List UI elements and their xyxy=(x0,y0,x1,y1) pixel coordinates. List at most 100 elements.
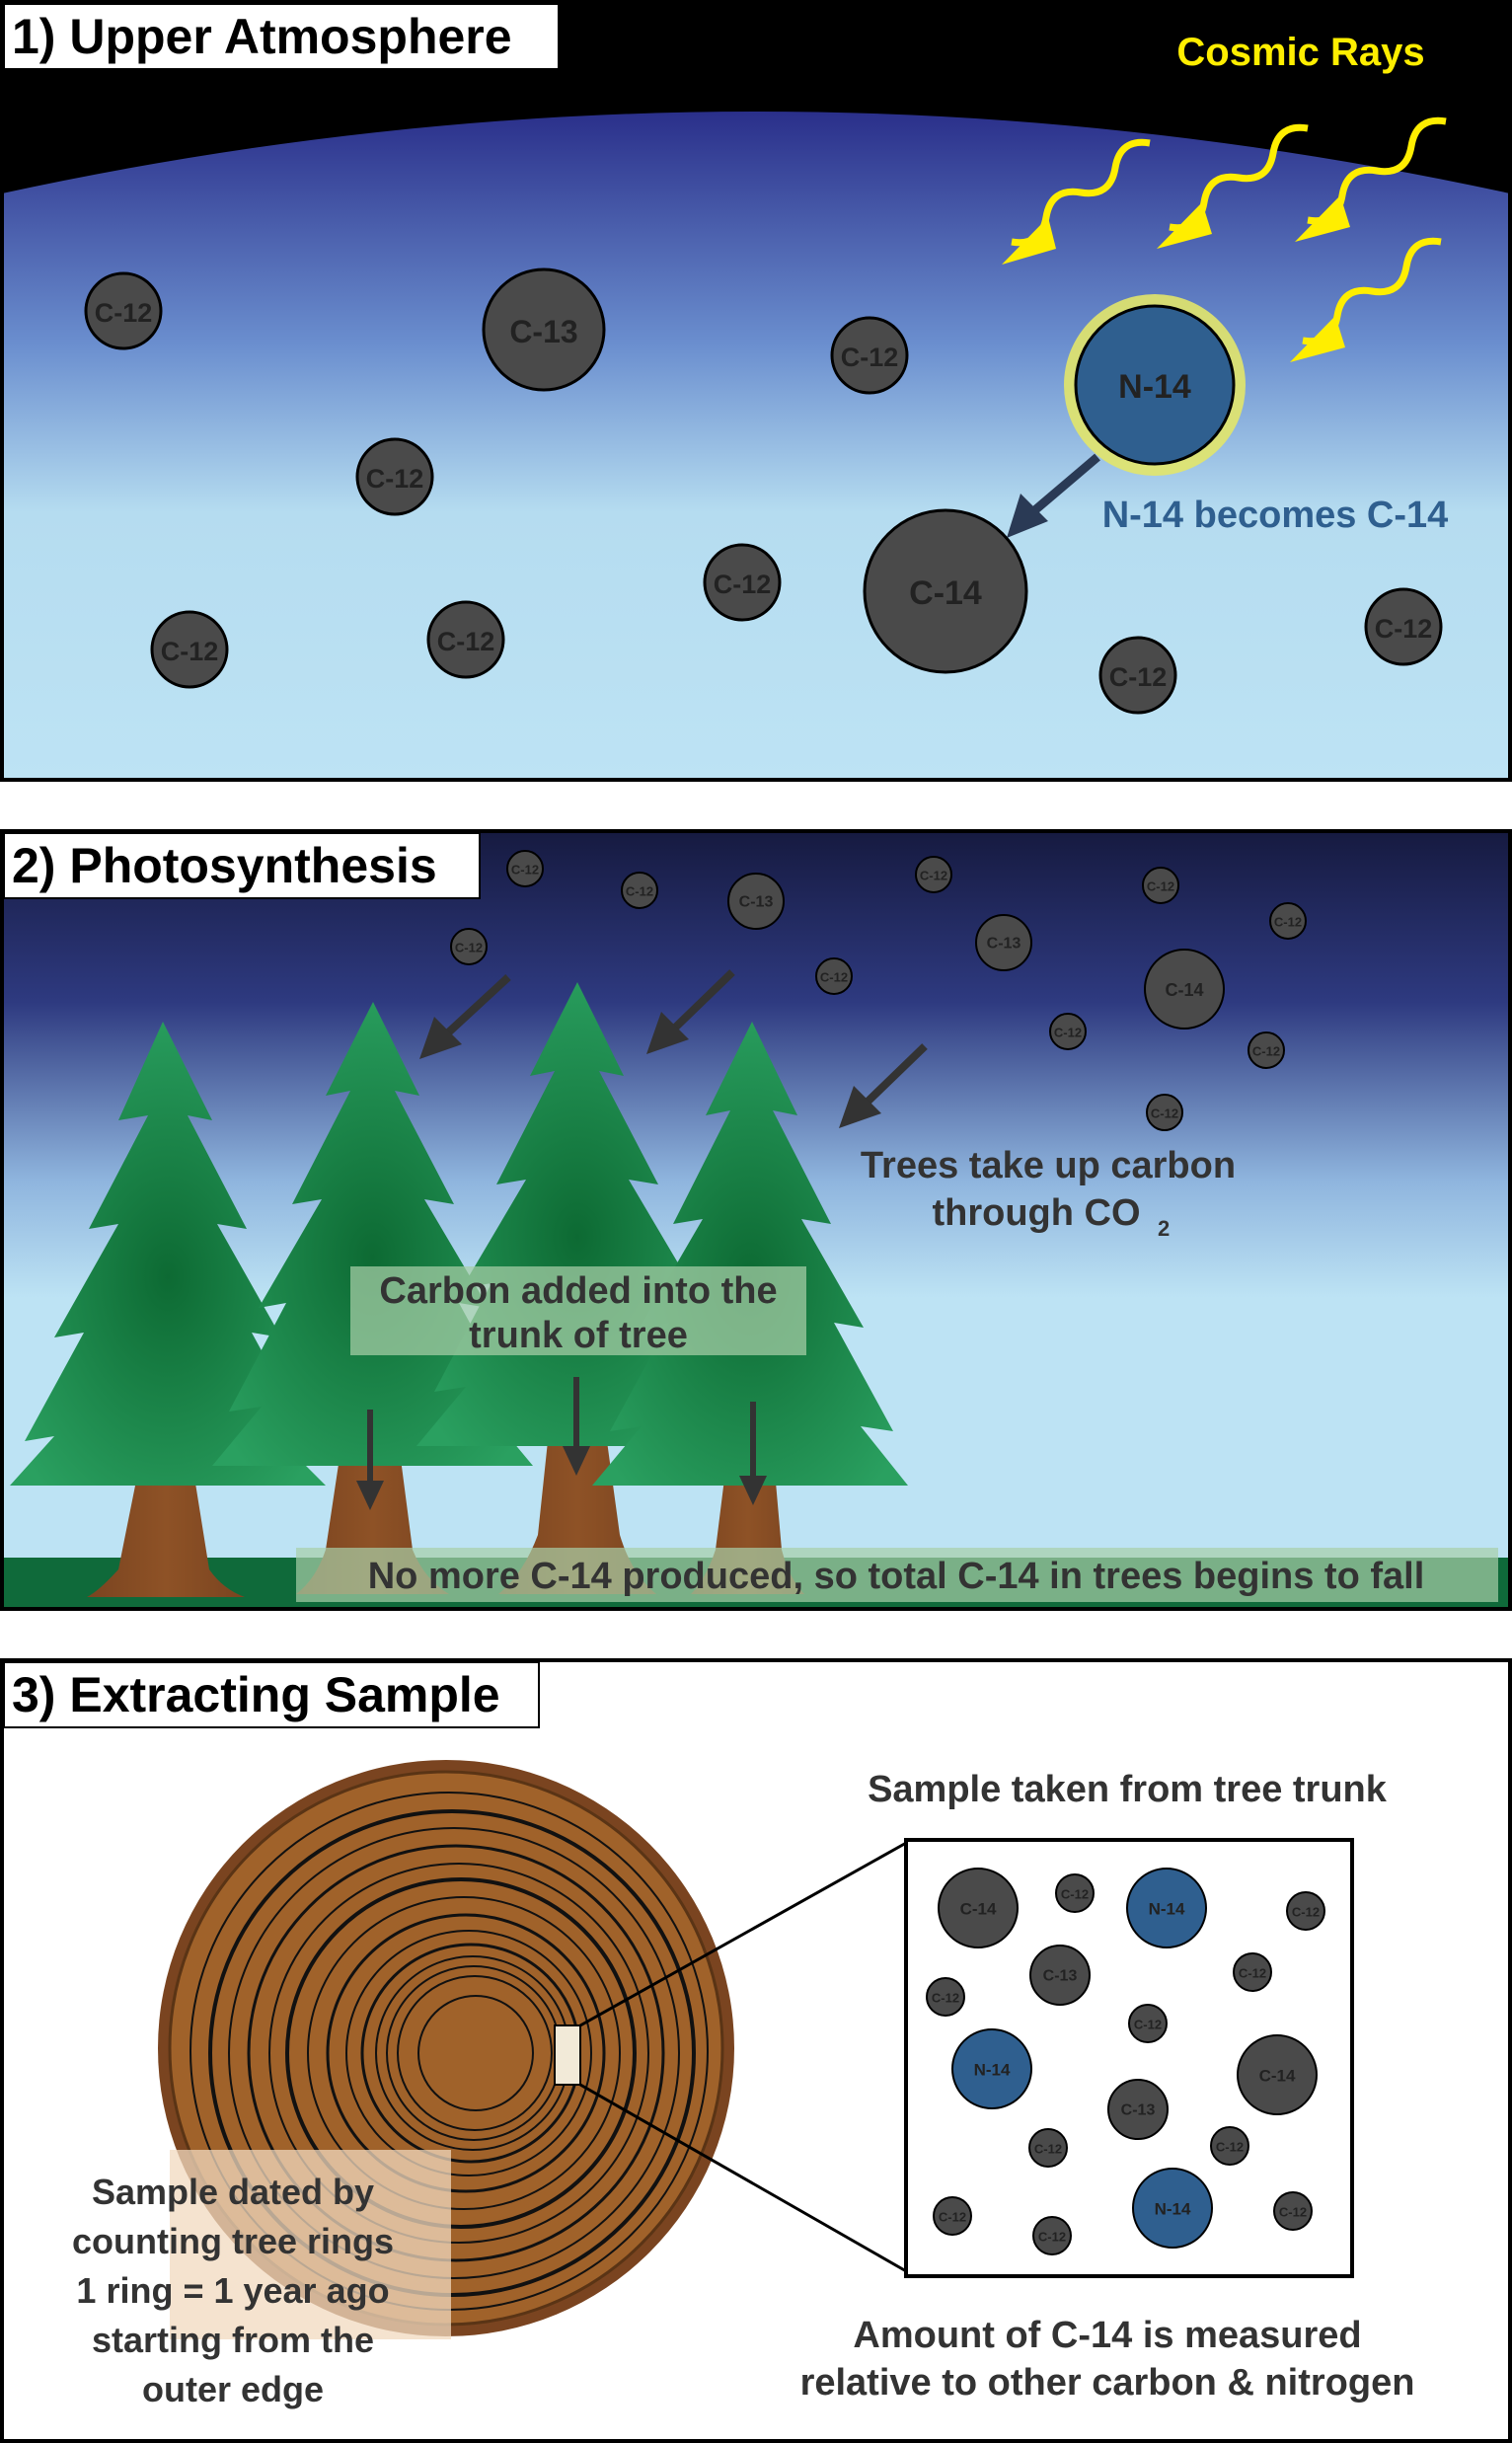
c12-atom: C-12 xyxy=(355,437,434,516)
svg-text:through CO: through CO xyxy=(932,1192,1140,1234)
c13-atom: C-13 xyxy=(1107,2079,1169,2140)
n14-label: N-14 xyxy=(1118,368,1191,406)
panel-1-title: 1) Upper Atmosphere xyxy=(12,9,512,64)
c12-atom: C-12 xyxy=(933,2196,972,2236)
svg-text:C-12: C-12 xyxy=(1034,2142,1062,2157)
sample-atoms: C-14 C-14 N-14 N-14 N-14 C-13 C-13 C-12 … xyxy=(926,1868,1325,2255)
c12-atom: C-12 xyxy=(426,600,505,679)
c12-atom: C-12 xyxy=(1032,2216,1072,2255)
fall-note-box xyxy=(296,1548,1498,1602)
svg-text:C-12: C-12 xyxy=(1061,1887,1089,1902)
carbon-13-atom: C-13 xyxy=(482,267,606,392)
conversion-arrow xyxy=(1007,453,1100,538)
trunk-arrow xyxy=(739,1402,767,1505)
svg-text:C-12: C-12 xyxy=(455,941,483,955)
svg-text:C-12: C-12 xyxy=(1216,2140,1244,2155)
atmosphere-sky xyxy=(2,112,1510,780)
n14-atom: N-14 xyxy=(1132,2168,1213,2249)
c12-atom: C-12 xyxy=(1028,2128,1068,2168)
svg-text:C-13: C-13 xyxy=(739,894,774,911)
carbon-12-atoms: C-12 C-12 C-12 C-12 C-12 C-12 C-12 C-12 xyxy=(84,271,1443,715)
sample-title: Sample taken from tree trunk xyxy=(868,1769,1388,1810)
c14-atom: C-14 xyxy=(1237,2034,1318,2115)
panel-3-title-box xyxy=(3,1661,540,1728)
svg-text:N-14: N-14 xyxy=(1149,1900,1185,1919)
cosmic-ray-2 xyxy=(1157,123,1309,249)
c12-atom: C-12 xyxy=(621,872,658,909)
carbon-14-atom: C-14 xyxy=(863,508,1028,674)
c12-atom: C-12 xyxy=(926,1977,965,2017)
sample-core xyxy=(554,2024,581,2086)
uptake-arrow xyxy=(646,969,735,1054)
svg-text:N-14: N-14 xyxy=(1155,2200,1191,2219)
c12-atom: C-12 xyxy=(830,316,909,395)
svg-text:C-12: C-12 xyxy=(626,884,653,899)
panel-photosynthesis: C-12 C-12 C-12 C-12 C-12 C-12 C-12 C-12 … xyxy=(0,829,1512,1611)
trunk-caption-box xyxy=(350,1266,806,1355)
panel-2-title-box xyxy=(3,832,481,899)
svg-text:C-12: C-12 xyxy=(1038,2230,1066,2245)
svg-text:C-12: C-12 xyxy=(1239,1966,1266,1981)
svg-text:C-12: C-12 xyxy=(1375,614,1433,644)
panel-extracting-sample: 3) Extracting Sample xyxy=(0,1658,1512,2443)
measured-caption-line2: relative to other carbon & nitrogen xyxy=(800,2362,1415,2404)
c14-atom: C-14 xyxy=(938,1868,1019,1948)
c13-atom: C-13 xyxy=(727,873,785,930)
c12-atom: C-12 xyxy=(703,543,782,622)
c12-atom: C-12 xyxy=(1210,2126,1249,2166)
c14-atom: C-14 xyxy=(1144,949,1225,1030)
c12-atom: C-12 xyxy=(1142,867,1179,904)
c12-atom: C-12 xyxy=(84,271,163,350)
atmospheric-atoms: C-12 C-12 C-12 C-12 C-12 C-12 C-12 C-12 … xyxy=(450,850,1307,1131)
c12-atom: C-12 xyxy=(1286,1891,1325,1931)
pine-tree xyxy=(10,1022,326,1597)
svg-text:C-13: C-13 xyxy=(1121,2102,1156,2119)
c12-atom: C-12 xyxy=(815,957,853,995)
svg-text:C-14: C-14 xyxy=(960,1900,997,1919)
svg-text:C-12: C-12 xyxy=(161,637,219,666)
n14-atom: N-14 xyxy=(951,2028,1032,2109)
svg-text:C-12: C-12 xyxy=(841,343,899,372)
svg-text:C-12: C-12 xyxy=(1292,1905,1320,1920)
c14-label: C-14 xyxy=(909,574,982,612)
uptake-arrow xyxy=(839,1043,928,1128)
panel-upper-atmosphere: 1) Upper Atmosphere Cosmic Rays xyxy=(0,0,1512,782)
dating-line: Sample dated by xyxy=(92,2172,374,2212)
panel-2-border xyxy=(0,829,1512,1611)
panel-2-title: 2) Photosynthesis xyxy=(12,838,437,893)
cosmic-ray-1 xyxy=(1002,138,1151,265)
co2-subscript: 2 xyxy=(1158,1216,1170,1241)
uptake-arrow xyxy=(419,974,511,1059)
panel-3-title: 3) Extracting Sample xyxy=(12,1667,500,1722)
svg-text:C-12: C-12 xyxy=(1054,1026,1082,1040)
c12-atom: C-12 xyxy=(150,610,229,689)
svg-text:C-12: C-12 xyxy=(1252,1044,1280,1059)
cosmic-ray-4 xyxy=(1290,237,1442,362)
svg-text:C-12: C-12 xyxy=(95,298,153,328)
trunk-arrow xyxy=(563,1377,590,1476)
svg-text:C-12: C-12 xyxy=(1134,2018,1162,2032)
svg-text:C-12: C-12 xyxy=(1151,1107,1178,1121)
svg-text:C-12: C-12 xyxy=(366,464,424,494)
c13-label: C-13 xyxy=(509,314,577,349)
uptake-caption-line2: through CO 2 xyxy=(932,1192,1170,1241)
dating-line: counting tree rings xyxy=(72,2221,394,2261)
c12-atom: C-12 xyxy=(1269,902,1307,940)
c13-atom: C-13 xyxy=(975,914,1032,971)
svg-text:C-12: C-12 xyxy=(939,2210,966,2225)
n14-becomes-c14-label: N-14 becomes C-14 xyxy=(1102,495,1449,536)
c12-atom: C-12 xyxy=(1098,636,1177,715)
svg-text:C-12: C-12 xyxy=(932,1991,959,2006)
n14-atom: N-14 xyxy=(1126,1868,1207,1948)
svg-text:C-14: C-14 xyxy=(1259,2067,1296,2086)
svg-text:C-12: C-12 xyxy=(920,869,947,883)
c12-atom: C-12 xyxy=(1233,1952,1272,1992)
c12-atom: C-12 xyxy=(1055,1873,1095,1913)
trunk-arrow xyxy=(356,1410,384,1510)
c12-atom: C-12 xyxy=(1364,587,1443,666)
nitrogen-14-atom: N-14 xyxy=(1064,294,1246,476)
uptake-caption-line1: Trees take up carbon xyxy=(861,1145,1236,1186)
fall-note: No more C-14 produced, so total C-14 in … xyxy=(368,1556,1425,1597)
cosmic-ray-arrows xyxy=(1002,116,1447,362)
dating-line: 1 ring = 1 year ago xyxy=(76,2270,389,2311)
